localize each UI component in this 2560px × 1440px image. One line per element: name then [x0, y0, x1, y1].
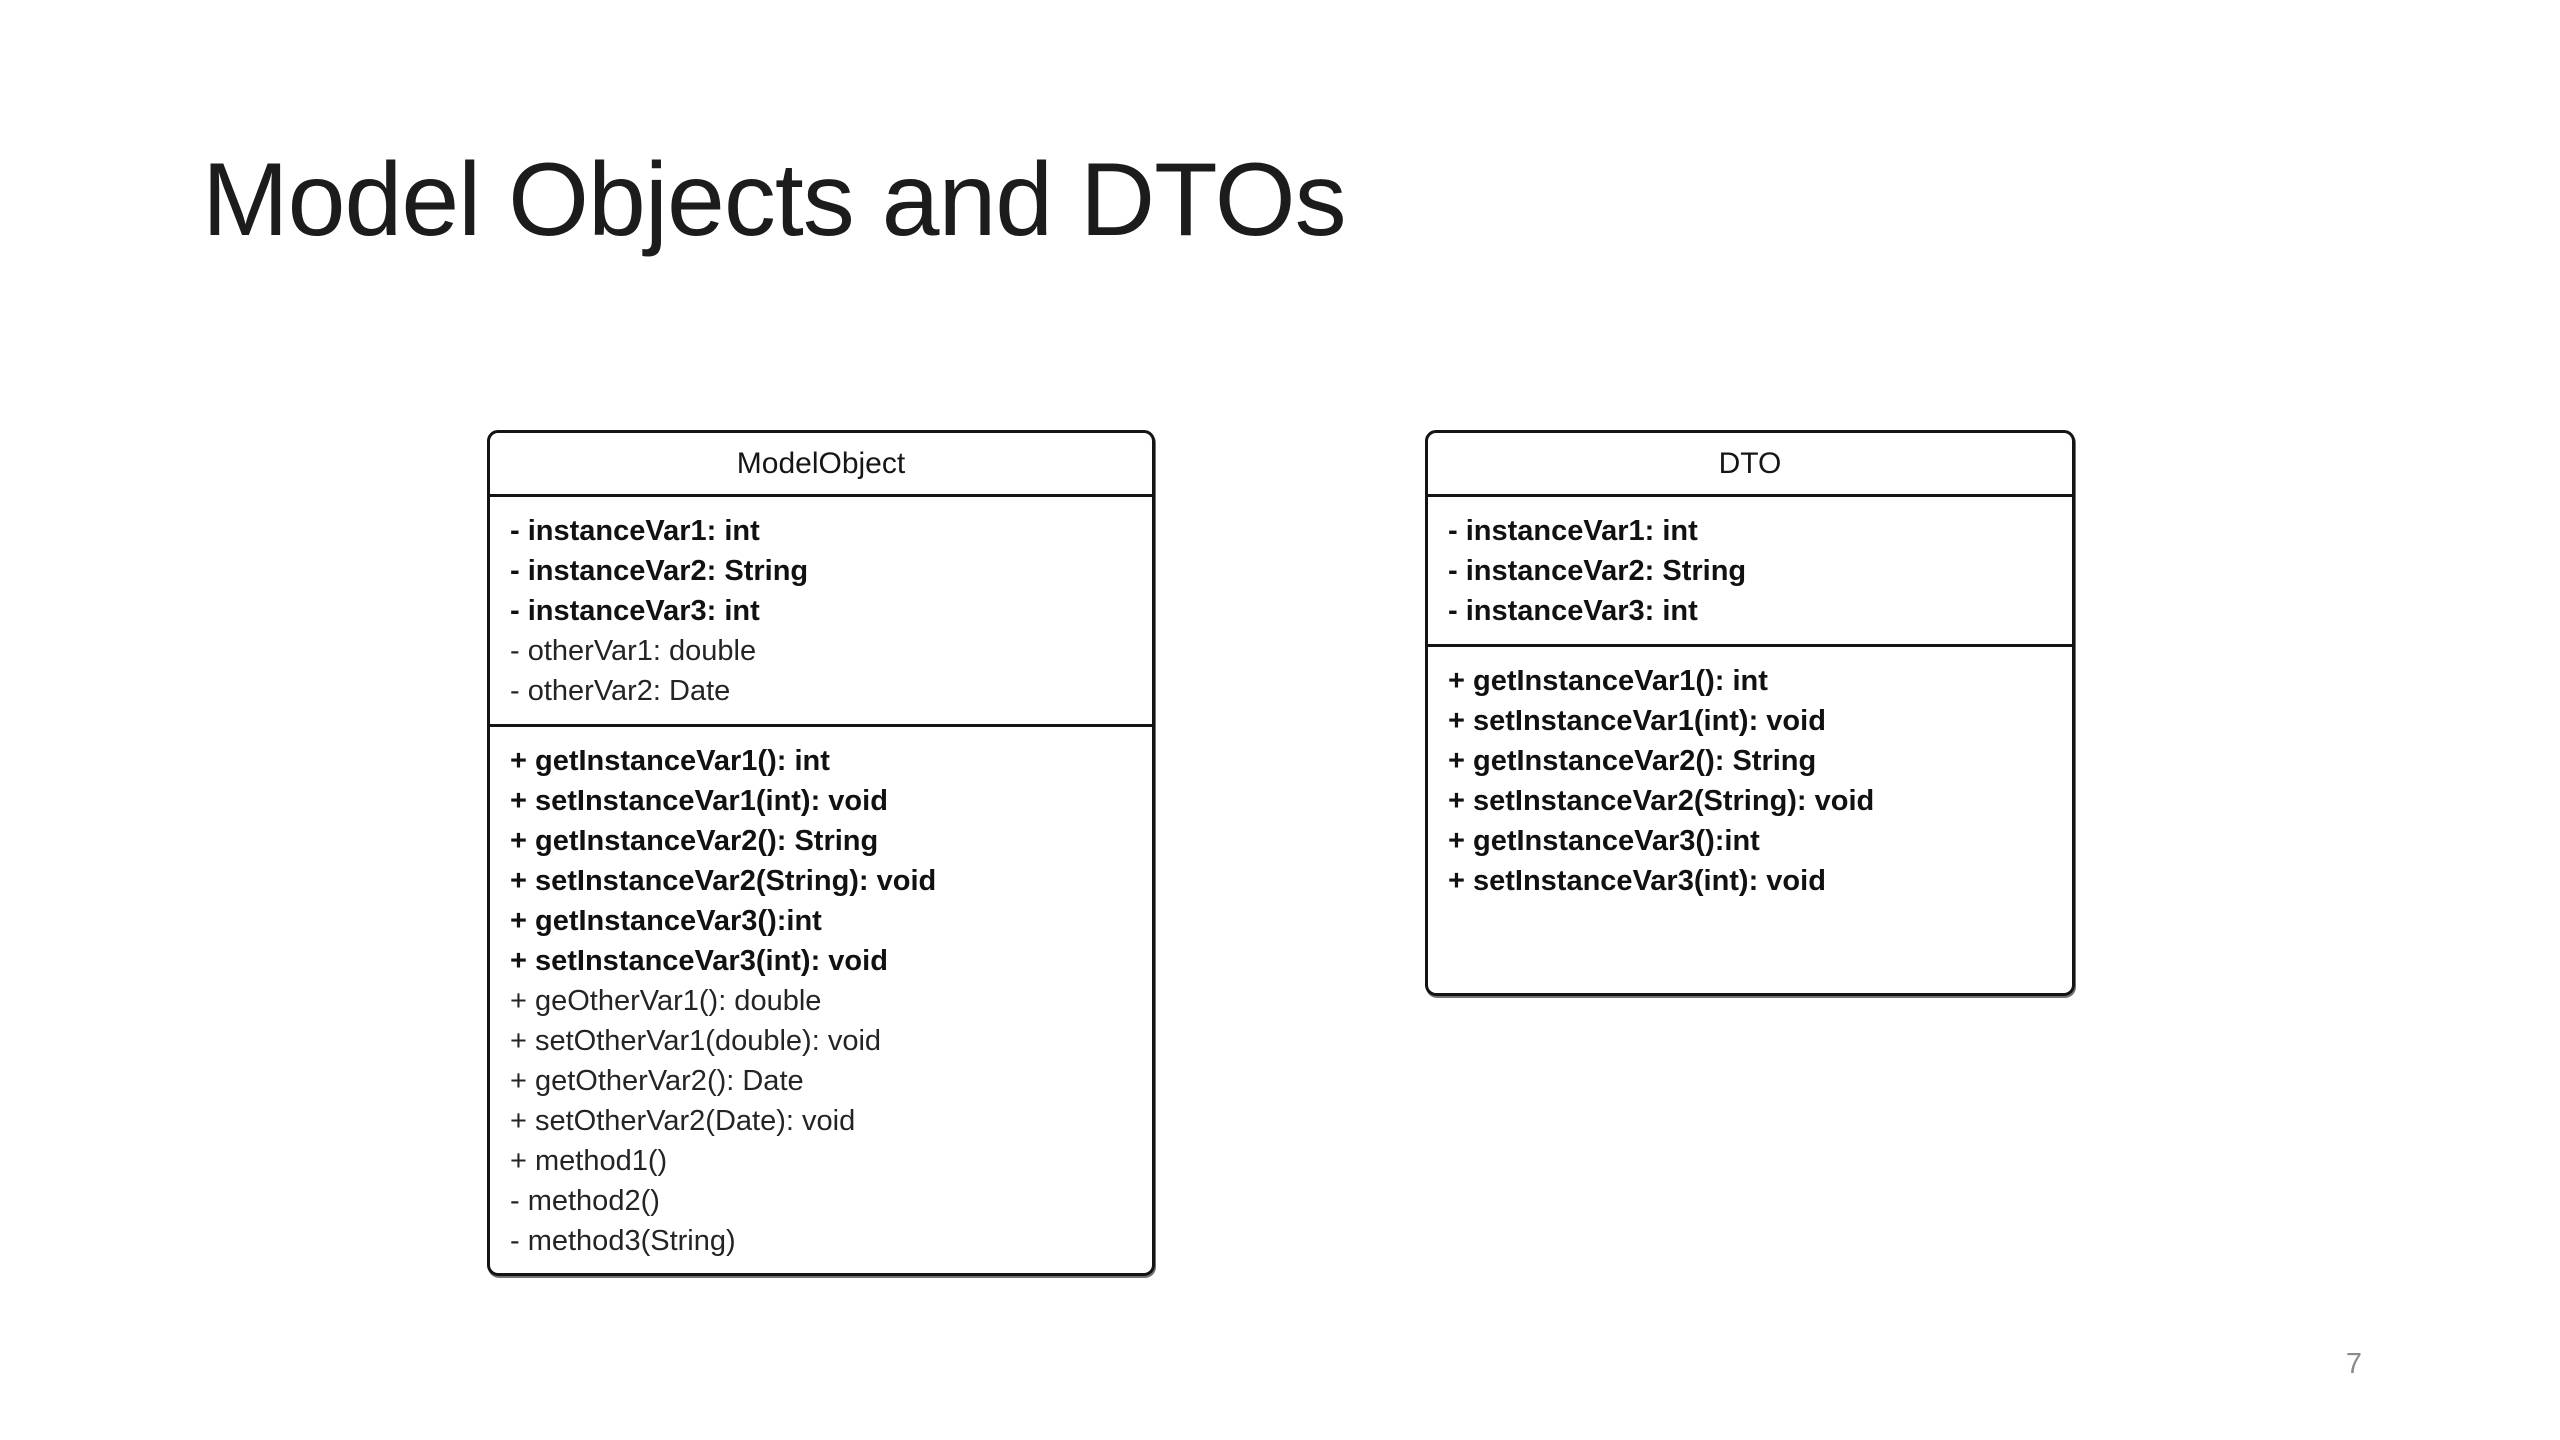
uml-field-row: - instanceVar3: int — [510, 595, 760, 627]
uml-methods-section-dto: + getInstanceVar1(): int + setInstanceVa… — [1428, 647, 2072, 914]
uml-field-row: - otherVar2: Date — [510, 675, 731, 707]
uml-field-row: - instanceVar1: int — [1448, 515, 1698, 547]
uml-method-row: + getOtherVar2(): Date — [510, 1065, 804, 1097]
uml-method-row: + getInstanceVar1(): int — [1448, 665, 1768, 697]
uml-method-row: - method2() — [510, 1185, 660, 1217]
uml-class-name-dto: DTO — [1428, 433, 2072, 497]
uml-class-box-modelobject: ModelObject - instanceVar1: int - instan… — [487, 430, 1155, 1276]
uml-method-row: + setInstanceVar2(String): void — [510, 865, 937, 897]
uml-method-row: + setOtherVar2(Date): void — [510, 1105, 856, 1137]
uml-method-row: + getInstanceVar3():int — [1448, 825, 1760, 857]
uml-method-row: + geOtherVar1(): double — [510, 985, 822, 1017]
uml-method-row: + setInstanceVar3(int): void — [1448, 865, 1826, 897]
uml-method-row: + getInstanceVar2(): String — [510, 825, 879, 857]
uml-field-row: - instanceVar1: int — [510, 515, 760, 547]
uml-method-row: + getInstanceVar2(): String — [1448, 745, 1817, 777]
uml-fields-section-dto: - instanceVar1: int - instanceVar2: Stri… — [1428, 497, 2072, 647]
uml-fields-section-modelobject: - instanceVar1: int - instanceVar2: Stri… — [490, 497, 1152, 727]
uml-method-row: + getInstanceVar3():int — [510, 905, 822, 937]
uml-method-row: + setInstanceVar3(int): void — [510, 945, 888, 977]
uml-method-row: + getInstanceVar1(): int — [510, 745, 830, 777]
page-number: 7 — [2345, 1348, 2363, 1380]
uml-method-row: + setInstanceVar2(String): void — [1448, 785, 1875, 817]
slide-title: Model Objects and DTOs — [202, 142, 1347, 258]
uml-class-name-modelobject: ModelObject — [490, 433, 1152, 497]
uml-class-box-dto: DTO - instanceVar1: int - instanceVar2: … — [1425, 430, 2075, 996]
uml-method-row: - method3(String) — [510, 1225, 736, 1257]
uml-field-row: - otherVar1: double — [510, 635, 757, 667]
uml-method-row: + method1() — [510, 1145, 668, 1177]
uml-method-row: + setInstanceVar1(int): void — [1448, 705, 1826, 737]
uml-field-row: - instanceVar3: int — [1448, 595, 1698, 627]
uml-method-row: + setOtherVar1(double): void — [510, 1025, 882, 1057]
uml-field-row: - instanceVar2: String — [510, 555, 809, 587]
uml-field-row: - instanceVar2: String — [1448, 555, 1747, 587]
uml-method-row: + setInstanceVar1(int): void — [510, 785, 888, 817]
uml-methods-section-modelobject: + getInstanceVar1(): int + setInstanceVa… — [490, 727, 1152, 1274]
